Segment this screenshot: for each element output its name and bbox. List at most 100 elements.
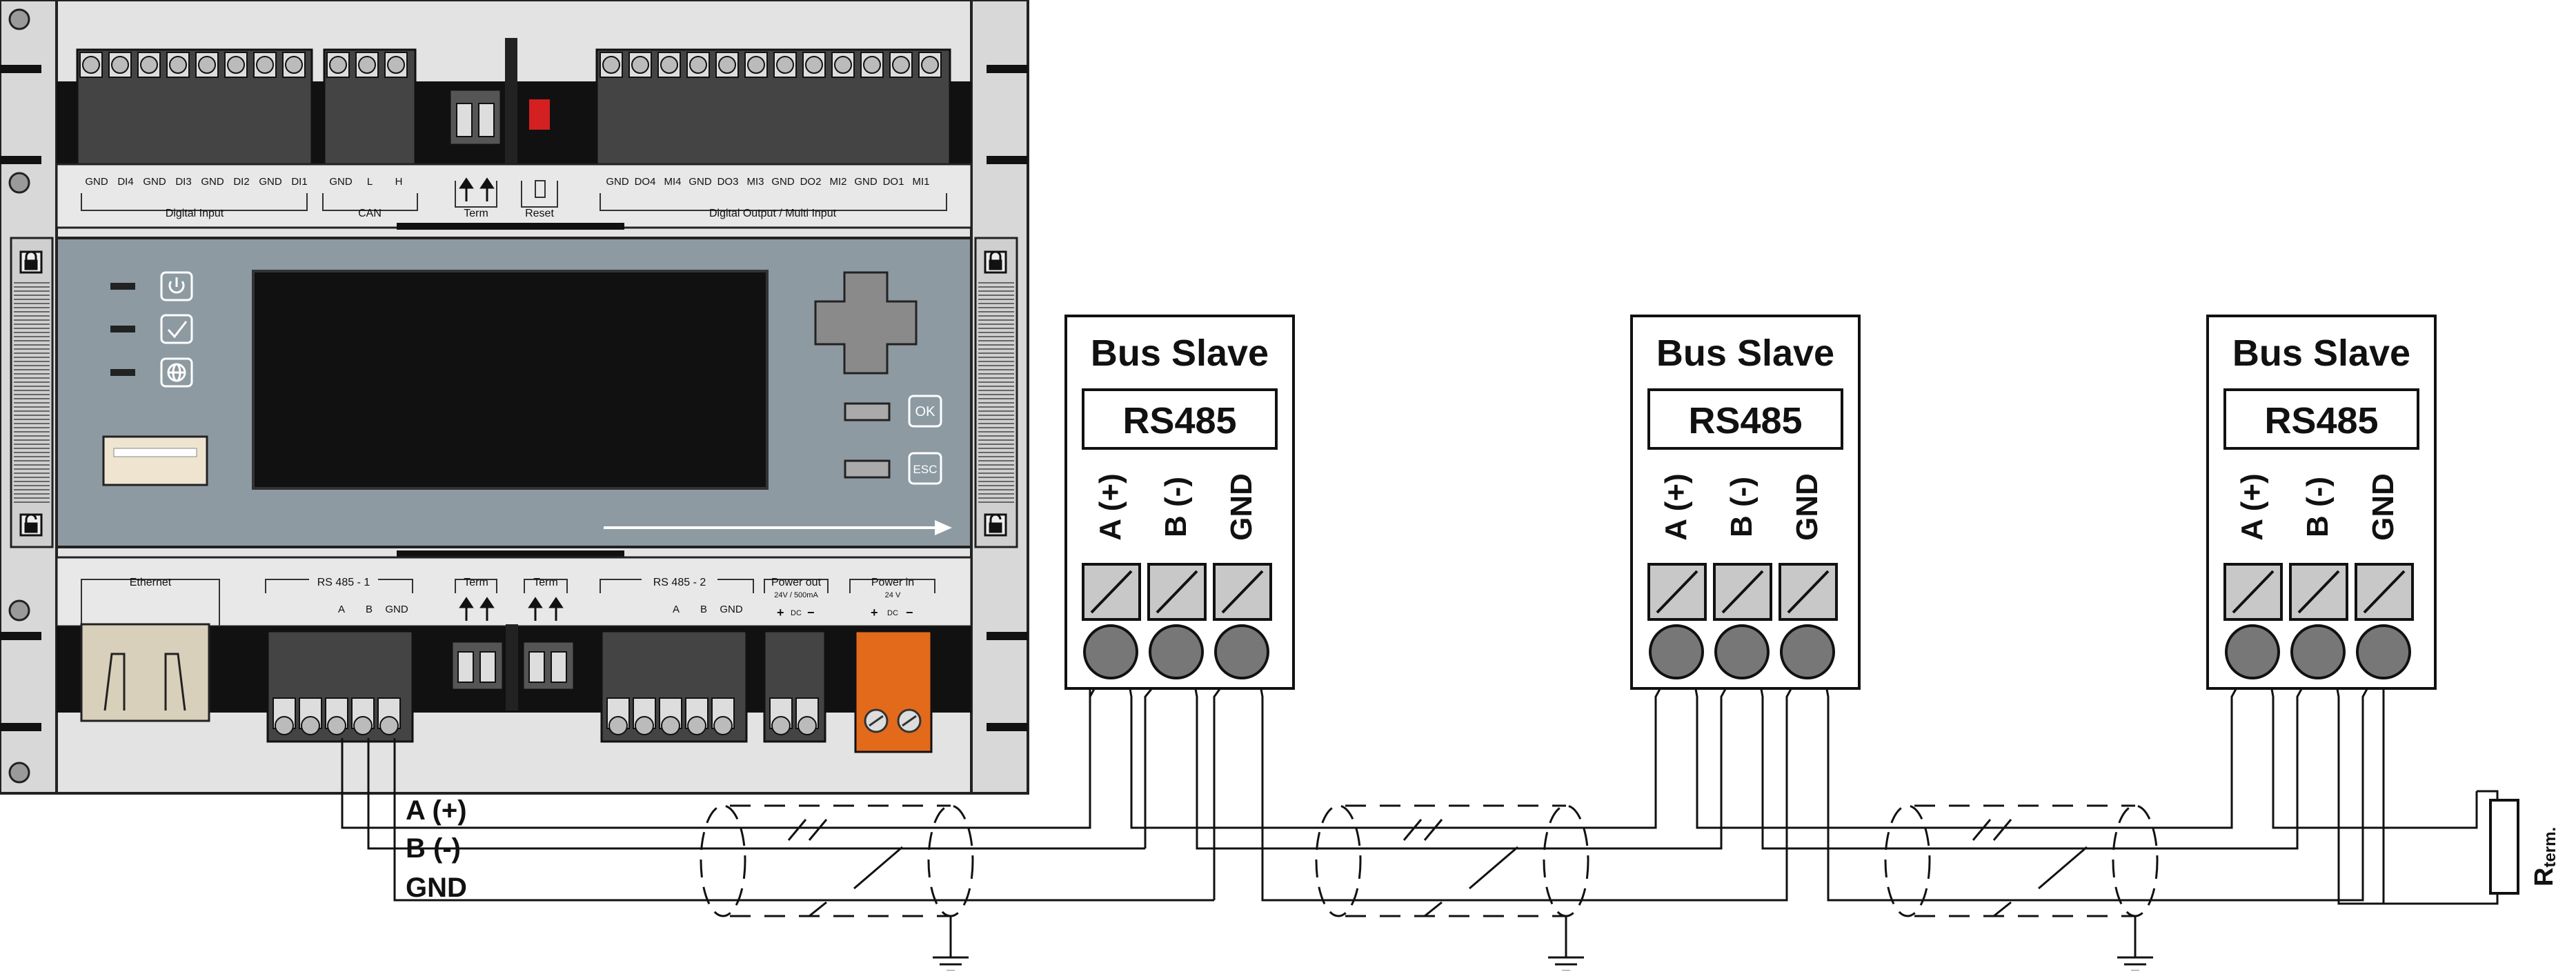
reset-button[interactable] xyxy=(528,98,551,131)
terminal-slash xyxy=(2297,570,2340,614)
lock-icons xyxy=(19,250,1007,537)
power-in-connector xyxy=(854,630,933,753)
resistor-letter: R xyxy=(2530,868,2559,886)
twist-mark xyxy=(1992,819,2012,841)
dip-lever[interactable] xyxy=(551,651,567,683)
pin-label: B (-) xyxy=(2301,477,2335,537)
esc-key[interactable] xyxy=(844,459,891,479)
protocol-label: RS485 xyxy=(2264,400,2378,441)
pin-label: A (+) xyxy=(1659,473,1693,540)
esc-icon-box xyxy=(908,452,942,485)
screw-head xyxy=(921,56,939,74)
plus-mark: + xyxy=(777,606,784,619)
shield-left xyxy=(1884,804,1931,917)
power-in-dc: DC xyxy=(887,609,898,617)
twist-mark xyxy=(1469,846,1518,890)
pin-label: DI1 xyxy=(291,176,307,188)
twist-mark xyxy=(1423,819,1443,841)
terminal-screw xyxy=(2290,624,2346,679)
screw-head xyxy=(227,56,245,74)
power-out-label: Power out xyxy=(771,577,822,588)
resistor-body xyxy=(2489,799,2519,895)
dip-lever[interactable] xyxy=(456,103,473,137)
plus-mark: + xyxy=(871,606,878,619)
screw-head xyxy=(82,56,100,74)
terminal-screw xyxy=(1780,624,1835,679)
twist-mark xyxy=(853,846,903,890)
slave-title: Bus Slave xyxy=(1091,332,1269,374)
pin-label: GND xyxy=(606,176,629,188)
screw-head xyxy=(713,716,733,735)
terminal-screw xyxy=(2356,624,2411,679)
dpad-button[interactable] xyxy=(814,271,918,375)
screw-head xyxy=(329,56,347,74)
screw-head xyxy=(687,716,706,735)
globe-icon[interactable] xyxy=(160,357,193,388)
panel-icon-buttons xyxy=(160,271,193,388)
pin-label: GND xyxy=(854,176,878,188)
divider-bar xyxy=(505,38,517,169)
screw-head xyxy=(256,56,274,74)
twist-mark xyxy=(1424,901,1443,917)
check-icon[interactable] xyxy=(160,314,193,344)
pin-label: GND xyxy=(2366,473,2400,541)
twist-mark xyxy=(1972,819,1992,841)
pin-label: A (+) xyxy=(2235,473,2269,540)
screw-head xyxy=(797,716,817,735)
resistor-subscript: term. xyxy=(2541,827,2559,868)
top-label-band xyxy=(55,163,973,229)
screw-head xyxy=(169,56,187,74)
digital-input-group-label: Digital Input xyxy=(166,208,224,219)
screw-head xyxy=(689,56,707,74)
shield-left xyxy=(1315,804,1362,917)
dip-lever[interactable] xyxy=(528,651,545,683)
terminal-slash xyxy=(1221,570,1264,614)
power-icon[interactable] xyxy=(160,271,193,301)
digital-output-group-label: Digital Output / Multi Input xyxy=(709,208,837,219)
wire-gnd-to-slave1 xyxy=(1213,658,1243,900)
cable-shield-3 xyxy=(1884,804,2159,973)
pin-label: GND xyxy=(201,176,224,188)
screw-head xyxy=(140,56,158,74)
terminal-slash xyxy=(1787,570,1830,614)
bottom-terminal-screws xyxy=(273,697,819,735)
twist-mark xyxy=(2038,846,2088,890)
terminal-slash xyxy=(1156,570,1198,614)
screw-head xyxy=(863,56,881,74)
protocol-box xyxy=(1647,388,1843,450)
pin-label: MI2 xyxy=(829,176,846,188)
usb-slot[interactable] xyxy=(102,435,208,486)
wire-b-seg3 xyxy=(1754,658,2319,850)
twist-mark xyxy=(1993,901,2012,917)
wire-gnd-seg3 xyxy=(1820,658,2385,902)
pin-label: GND xyxy=(771,176,795,188)
twist-mark xyxy=(1403,819,1423,841)
dip-lever[interactable] xyxy=(479,651,496,683)
power-in-label: Power in xyxy=(871,577,914,588)
slave-title: Bus Slave xyxy=(2232,332,2410,374)
screw-head xyxy=(776,56,794,74)
terminal-screw xyxy=(2225,624,2280,679)
dip-lever[interactable] xyxy=(478,103,495,137)
screw-head xyxy=(635,716,654,735)
ok-key[interactable] xyxy=(844,402,891,421)
cable-shield-2 xyxy=(1315,804,1589,973)
protocol-box xyxy=(2223,388,2419,450)
led-status xyxy=(110,326,135,332)
pin-label: DI2 xyxy=(233,176,249,188)
screw-head xyxy=(771,716,791,735)
power-out-spec: 24V / 500mA xyxy=(774,591,818,599)
wire-a-seg3 xyxy=(1689,658,2254,829)
dip-lever[interactable] xyxy=(457,651,474,683)
terminal-slash xyxy=(1090,570,1133,614)
led-power xyxy=(110,283,135,290)
cable-shield-1 xyxy=(700,804,974,973)
rs485-1-pin-label: A xyxy=(338,604,345,615)
ethernet-port[interactable] xyxy=(80,623,210,722)
rs485-1-pin-label: B xyxy=(366,604,373,615)
screw-head xyxy=(358,56,376,74)
pin-label: DO2 xyxy=(800,176,822,188)
terminal-screw xyxy=(1083,624,1138,679)
lcd-screen xyxy=(252,270,769,490)
screw-head xyxy=(301,716,320,735)
